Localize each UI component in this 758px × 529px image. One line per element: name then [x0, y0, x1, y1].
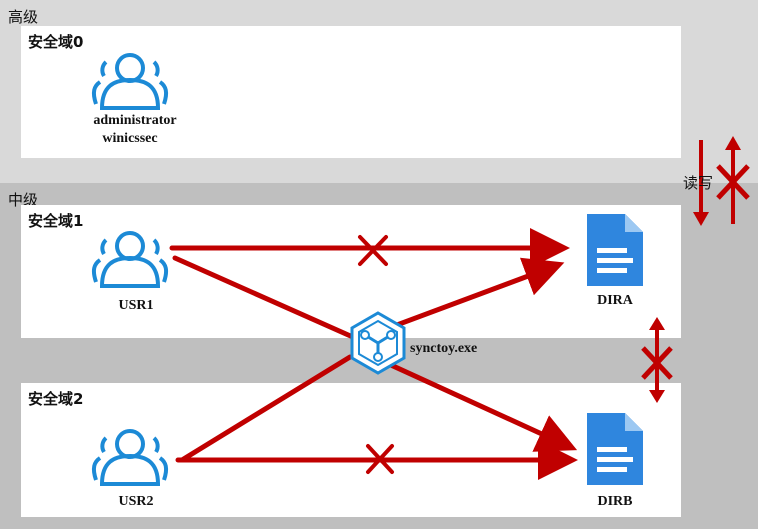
level-mid-label: 中级 — [8, 191, 39, 209]
usr1-label: USR1 — [118, 298, 154, 313]
level-high-label: 高级 — [8, 8, 39, 26]
cross-icon — [358, 235, 388, 266]
synctoy-to-dirb-arrow — [377, 357, 578, 452]
domain-2-label: 安全域2 — [28, 390, 84, 408]
blocked-bidirectional-arrow-icon — [641, 317, 673, 403]
dira-label: DIRA — [597, 293, 633, 308]
domain-1-label: 安全域1 — [28, 212, 84, 230]
document-icon — [587, 413, 643, 485]
cube-node-icon — [350, 311, 406, 375]
document-icon — [587, 214, 643, 286]
read-write-label: 读写 — [683, 174, 714, 192]
domain-0-user-1: administrator — [93, 113, 177, 128]
domain-0-user-2: winicssec — [102, 131, 158, 146]
users-icon — [91, 53, 169, 110]
write-arrow-blocked-icon — [716, 136, 750, 224]
synctoy-label: synctoy.exe — [410, 341, 478, 356]
usr2-to-synctoy-line — [179, 354, 353, 463]
synctoy-to-dira-arrow — [375, 257, 565, 335]
usr1-to-synctoy-line — [172, 255, 381, 344]
security-domain-1: 安全域1 — [21, 205, 681, 338]
usr2-label: USR2 — [118, 494, 154, 509]
read-arrow-icon — [693, 140, 709, 226]
domain-0-label: 安全域0 — [28, 33, 84, 51]
dirb-label: DIRB — [597, 494, 633, 509]
cross-icon — [366, 444, 394, 474]
security-domain-0: 安全域0 — [21, 26, 681, 158]
users-icon — [91, 231, 169, 288]
users-icon — [91, 429, 169, 486]
